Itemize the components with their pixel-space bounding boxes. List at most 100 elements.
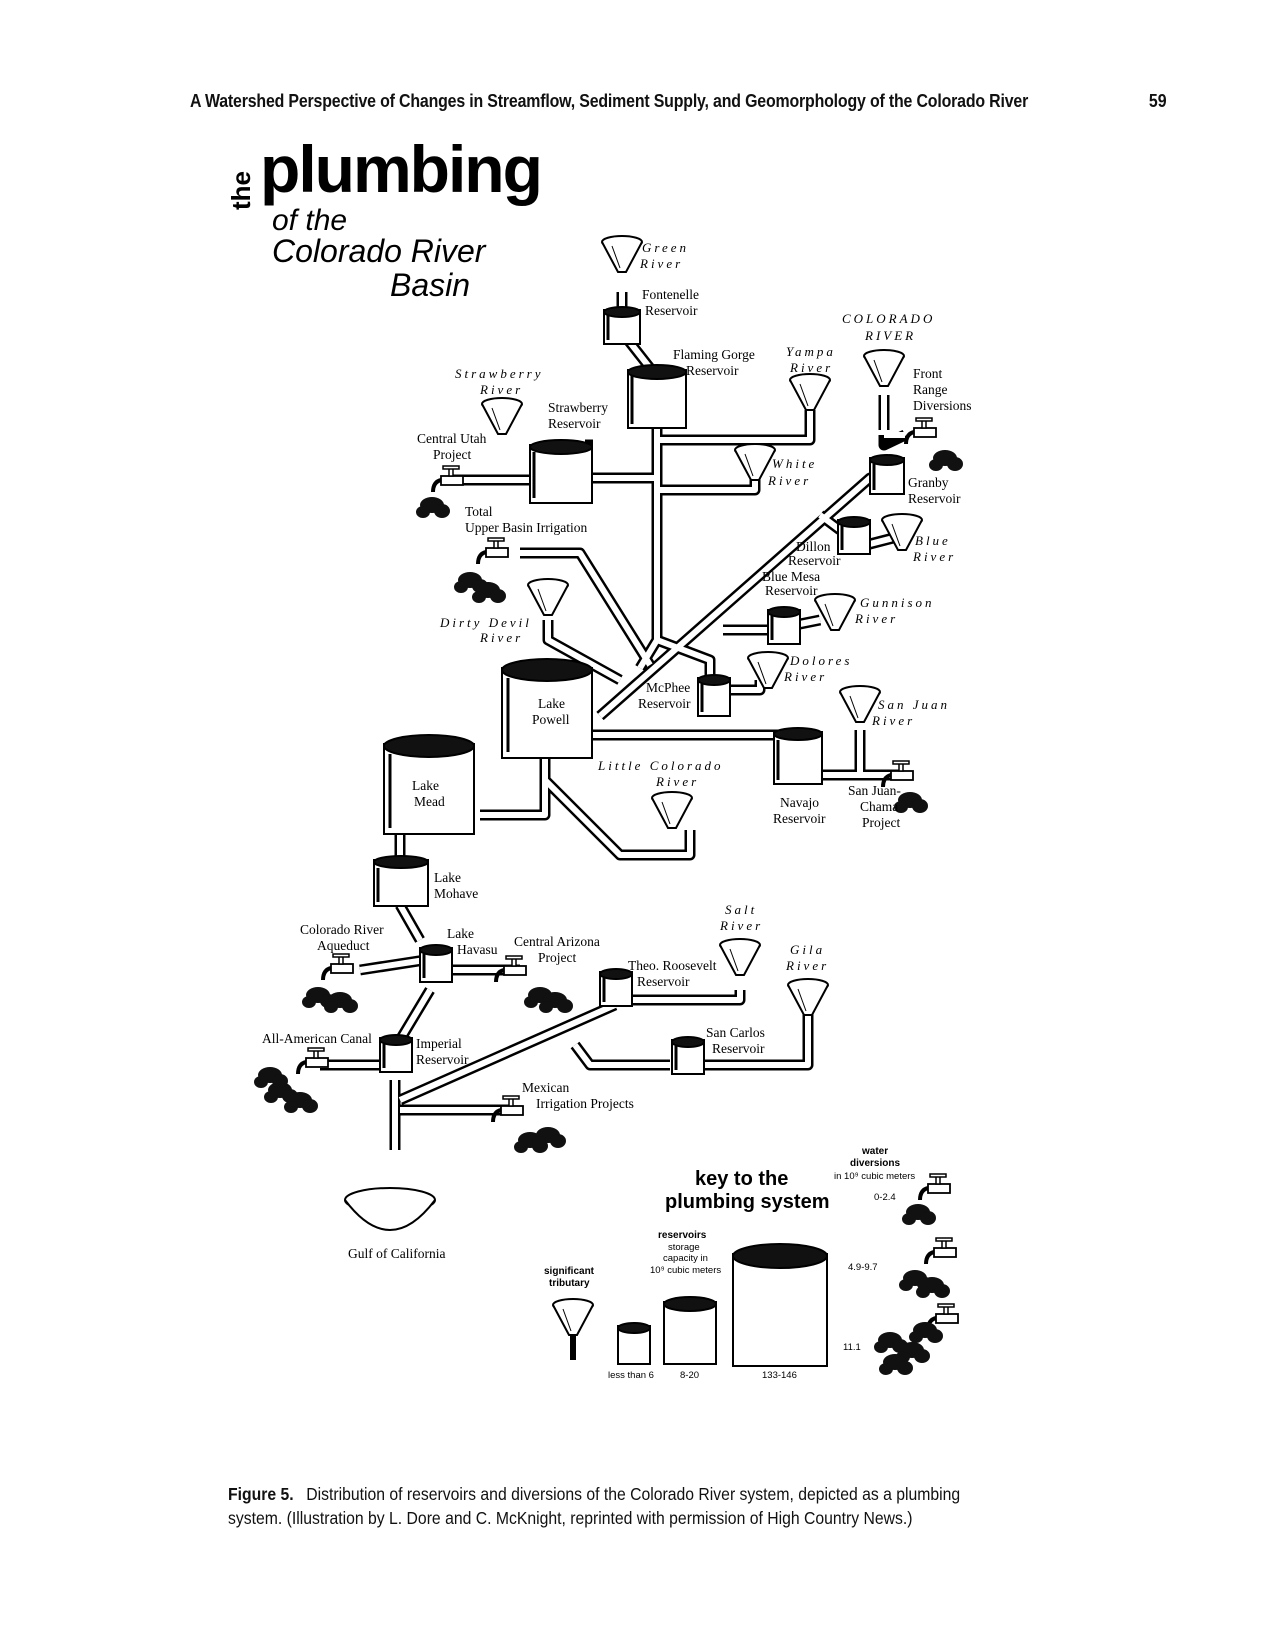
label-upper-basin-2: Upper Basin Irrigation [465, 520, 587, 535]
label-lake-powell-2: Powell [532, 712, 570, 727]
diagram-title: the plumbing of the Colorado River Basin [226, 132, 543, 303]
key: key to the plumbing system reservoirs st… [544, 1146, 960, 1381]
title-colorado-river: Colorado River [272, 233, 487, 269]
key-reservoir-medium [663, 1296, 717, 1365]
san-carlos-reservoir [671, 1036, 705, 1075]
figure-label: Figure 5. [228, 1484, 294, 1504]
mcphee-reservoir [697, 674, 731, 717]
gulf-of-california-bowl [344, 1187, 436, 1231]
label-lake-mohave-1: Lake [434, 870, 461, 885]
label-white-river-1: White [772, 456, 817, 471]
label-mexican-2: Irrigation Projects [536, 1096, 634, 1111]
figure-caption: Figure 5.Distribution of reservoirs and … [228, 1482, 1002, 1530]
label-san-carlos-1: San Carlos [706, 1025, 765, 1040]
blue-mesa-reservoir [767, 606, 801, 645]
label-flaming-gorge-2: Reservoir [686, 363, 739, 378]
label-yampa-2: River [789, 360, 833, 375]
key-div-size-2: 4.9-9.7 [848, 1262, 878, 1273]
label-colorado-2: RIVER [864, 328, 916, 343]
label-san-juan-chama-1: San Juan- [848, 783, 901, 798]
label-lake-havasu-1: Lake [447, 926, 474, 941]
label-fontenelle-2: Reservoir [645, 303, 698, 318]
dillon-reservoir [837, 516, 871, 555]
label-san-juan-1: San Juan [878, 697, 950, 712]
key-div-size-3: 11.1 [843, 1342, 861, 1353]
label-salt-river-1: Salt [725, 902, 757, 917]
label-san-juan-chama-2: Chama [860, 799, 898, 814]
label-san-carlos-2: Reservoir [712, 1041, 765, 1056]
label-strawberry-res-1: Strawberry [548, 400, 608, 415]
key-diversions-3: in 10⁹ cubic meters [834, 1171, 915, 1182]
label-little-colorado-1: Little Colorado [597, 758, 724, 773]
key-reservoirs-4: 10⁹ cubic meters [650, 1265, 721, 1276]
label-dirty-devil-1: Dirty Devil [439, 615, 532, 630]
label-roosevelt-1: Theo. Roosevelt [628, 958, 717, 973]
label-mcphee-1: McPhee [646, 680, 690, 695]
labels: Green River Yampa River COLORADO RIVER S… [262, 240, 972, 1261]
label-dolores-1: Dolores [789, 653, 852, 668]
running-title: A Watershed Perspective of Changes in St… [190, 90, 1029, 111]
label-gila-river-2: River [785, 958, 829, 973]
lake-mead [383, 734, 475, 835]
pipes [320, 292, 908, 1150]
label-yampa-1: Yampa [786, 344, 836, 359]
label-gunnison-2: River [854, 611, 898, 626]
label-blue-river-1: Blue [915, 533, 951, 548]
key-tributary-1: significant [544, 1266, 595, 1277]
label-imperial-2: Reservoir [416, 1052, 469, 1067]
key-title-2: plumbing system [665, 1191, 829, 1213]
label-central-utah-2: Project [433, 447, 471, 462]
label-front-range-2: Range [913, 382, 948, 397]
key-res-size-2: 8-20 [680, 1370, 699, 1381]
label-mexican-1: Mexican [522, 1080, 569, 1095]
label-central-arizona-1: Central Arizona [514, 934, 600, 949]
lake-mohave [373, 855, 429, 907]
key-diversions-2: diversions [850, 1158, 900, 1169]
imperial-reservoir [379, 1034, 413, 1073]
lake-powell [501, 658, 593, 759]
label-granby-2: Reservoir [908, 491, 961, 506]
key-diversions-1: water [861, 1146, 888, 1157]
label-blue-river-2: River [912, 549, 956, 564]
label-central-arizona-2: Project [538, 950, 576, 965]
key-title-1: key to the [695, 1168, 788, 1190]
flaming-gorge-reservoir [627, 364, 687, 429]
label-front-range-1: Front [913, 366, 943, 381]
strawberry-reservoir [529, 439, 593, 504]
label-central-utah-1: Central Utah [417, 431, 487, 446]
key-tributary-2: tributary [549, 1278, 590, 1289]
label-flaming-gorge-1: Flaming Gorge [673, 347, 755, 362]
label-lake-mead-2: Mead [414, 794, 445, 809]
label-imperial-1: Imperial [416, 1036, 462, 1051]
label-blue-mesa-1: Blue Mesa [762, 569, 820, 584]
title-the: the [226, 171, 256, 210]
key-res-size-1: less than 6 [608, 1370, 654, 1381]
label-gila-river-1: Gila [790, 942, 825, 957]
label-gulf: Gulf of California [348, 1246, 445, 1261]
label-front-range-3: Diversions [913, 398, 972, 413]
label-navajo-1: Navajo [780, 795, 819, 810]
label-white-river-2: River [767, 473, 811, 488]
granby-reservoir [869, 454, 905, 495]
key-reservoirs-1: reservoirs [658, 1230, 707, 1241]
label-lake-powell-1: Lake [538, 696, 565, 711]
label-dillon-2: Reservoir [788, 553, 841, 568]
label-blue-mesa-2: Reservoir [765, 583, 818, 598]
label-san-juan-2: River [871, 713, 915, 728]
label-green-river-1: Green [642, 240, 689, 255]
label-dolores-2: River [783, 669, 827, 684]
reservoirs [373, 306, 905, 1075]
label-fontenelle-1: Fontenelle [642, 287, 699, 302]
key-reservoirs-3: capacity in [663, 1253, 708, 1264]
label-lake-mead-1: Lake [412, 778, 439, 793]
label-all-american: All-American Canal [262, 1031, 372, 1046]
label-colorado-aqueduct-1: Colorado River [300, 922, 384, 937]
key-reservoir-small [617, 1322, 651, 1365]
label-lake-havasu-2: Havasu [457, 942, 498, 957]
label-little-colorado-2: River [655, 774, 699, 789]
label-strawberry-res-2: Reservoir [548, 416, 601, 431]
label-roosevelt-2: Reservoir [637, 974, 690, 989]
label-gunnison-1: Gunnison [860, 595, 935, 610]
key-diversion-medium [899, 1236, 958, 1298]
